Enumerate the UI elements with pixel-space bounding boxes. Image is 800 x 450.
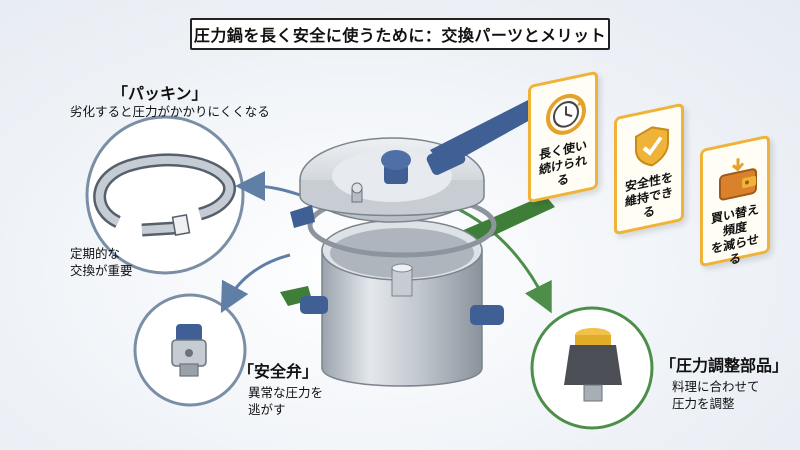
arrow-to-packing (235, 171, 301, 202)
wallet-icon (719, 158, 757, 201)
regulator-desc-line2: 圧力を調整 (672, 396, 735, 411)
pressure-regulator-callout (530, 306, 654, 430)
arrow-to-safety-valve (220, 253, 291, 314)
benefit-text-3: 買い替え頻度 を減らせる (710, 201, 759, 268)
pressure-regulator-icon (564, 328, 622, 402)
packing-name: 「パッキン」 (112, 84, 208, 103)
packing-callout (85, 115, 245, 275)
packing-note-line2: 交換が重要 (70, 263, 133, 278)
benefit-card-replacement: 買い替え頻度 を減らせる (700, 134, 770, 268)
benefit-text-2: 安全性を 維持できる (624, 169, 673, 221)
pressure-cooker-illustration (280, 95, 555, 387)
safety-valve-name: 「安全弁」 (238, 362, 319, 381)
benefit-text-1: 長く使い 続けられる (538, 137, 587, 189)
benefit-card-safety: 安全性を 維持できる (614, 102, 684, 236)
regulator-desc-line1: 料理に合わせて (672, 379, 760, 394)
packing-ring-icon (93, 153, 236, 237)
packing-desc: 劣化すると圧力がかかりにくくなる (70, 104, 270, 119)
safety-valve-callout (133, 293, 247, 407)
safety-valve-desc-line1: 異常な圧力を (248, 385, 324, 400)
regulator-name: 「圧力調整部品」 (660, 356, 789, 375)
shield-check-icon (635, 126, 669, 167)
page-title: 圧力鍋を長く安全に使うために：交換パーツとメリット (190, 18, 610, 50)
clock-cycle-icon (546, 93, 586, 135)
benefit-card-long-use: 長く使い 続けられる (528, 70, 598, 204)
safety-valve-icon (171, 324, 207, 377)
packing-note-line1: 定期的な (70, 246, 121, 261)
safety-valve-desc-line2: 逃がす (248, 402, 286, 417)
